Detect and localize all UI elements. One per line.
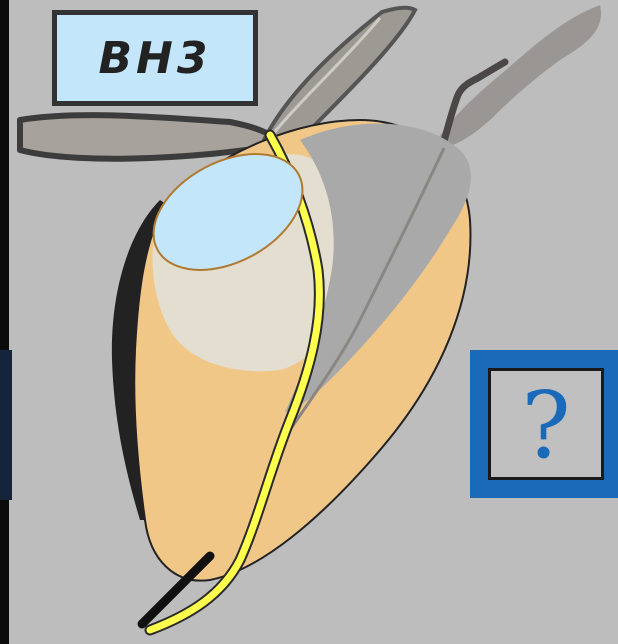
grey-wing-lower bbox=[20, 115, 272, 159]
bh3-label: BH3 bbox=[99, 33, 212, 84]
grey-plume bbox=[430, 5, 601, 150]
question-box-inner: ? bbox=[488, 368, 604, 480]
question-box: ? bbox=[470, 350, 618, 498]
question-mark: ? bbox=[521, 380, 570, 472]
bh3-label-box: BH3 bbox=[52, 10, 258, 106]
